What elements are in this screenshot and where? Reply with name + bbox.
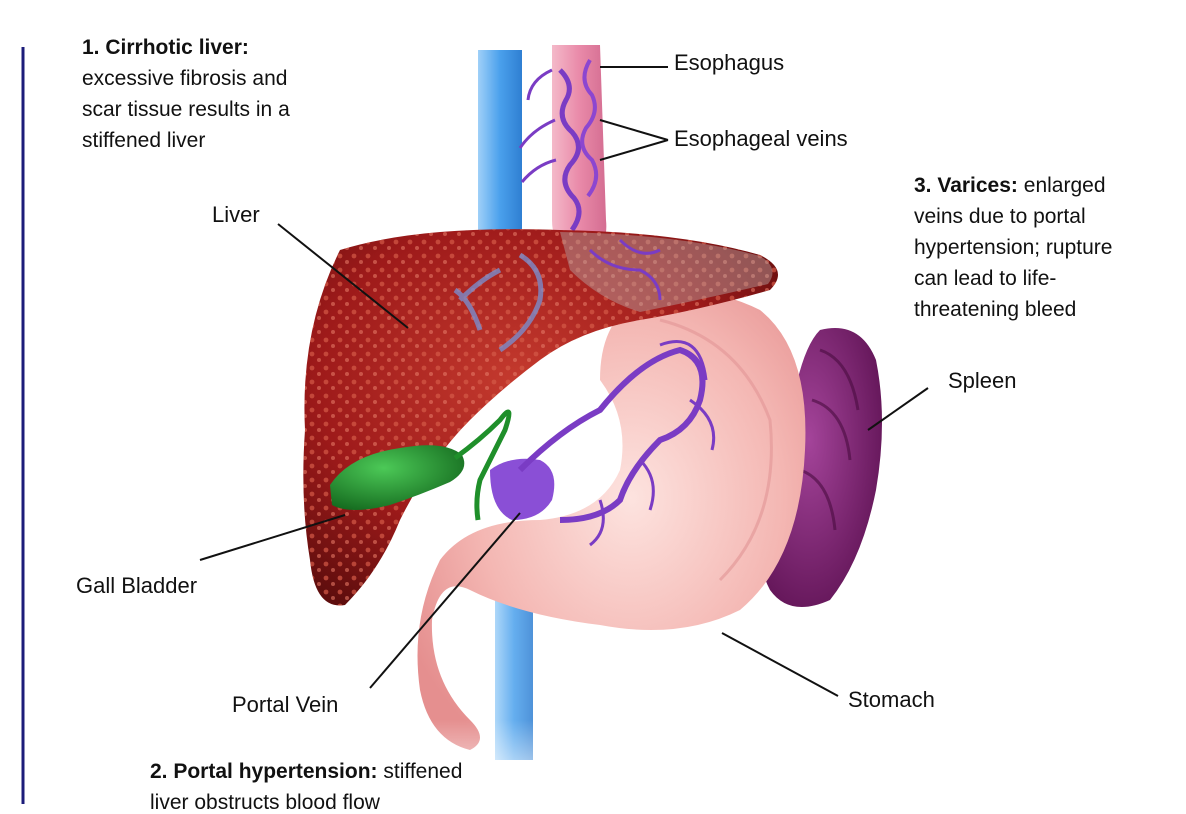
label-portal-vein: Portal Vein	[232, 690, 338, 720]
note-cirrhotic-liver: 1. Cirrhotic liver: excessive fibrosis a…	[82, 32, 382, 156]
note-portal-heading: 2. Portal hypertension:	[150, 760, 378, 783]
note-varices-line: can lead to life-	[914, 263, 1174, 294]
note-portal-hypertension: 2. Portal hypertension: stiffened liver …	[150, 756, 630, 814]
note-varices-heading: 3. Varices:	[914, 174, 1018, 197]
note-varices-line: veins due to portal	[914, 201, 1174, 232]
note-cirrhotic-line: scar tissue results in a	[82, 94, 382, 125]
label-spleen: Spleen	[948, 366, 1017, 396]
note-portal-rest: stiffened	[383, 760, 462, 783]
label-stomach: Stomach	[848, 685, 935, 715]
note-varices: 3. Varices: enlarged veins due to portal…	[914, 170, 1174, 325]
note-cirrhotic-line: stiffened liver	[82, 125, 382, 156]
esophagus-tube	[520, 45, 606, 255]
label-gall-bladder: Gall Bladder	[76, 571, 197, 601]
label-liver: Liver	[212, 200, 260, 230]
note-cirrhotic-heading: 1. Cirrhotic liver:	[82, 36, 249, 59]
note-varices-line: hypertension; rupture	[914, 232, 1174, 263]
label-esophagus: Esophagus	[674, 48, 784, 78]
aorta	[478, 50, 533, 760]
note-cirrhotic-line: excessive fibrosis and	[82, 63, 382, 94]
note-varices-line: threatening bleed	[914, 294, 1174, 325]
label-esophageal-veins: Esophageal veins	[674, 124, 848, 154]
leader-esophageal-veins-b	[600, 140, 668, 160]
note-varices-rest: enlarged	[1024, 174, 1106, 197]
leader-esophageal-veins-a	[600, 120, 668, 140]
note-portal-line: liver obstructs blood flow	[150, 787, 630, 814]
leader-stomach	[722, 633, 838, 696]
